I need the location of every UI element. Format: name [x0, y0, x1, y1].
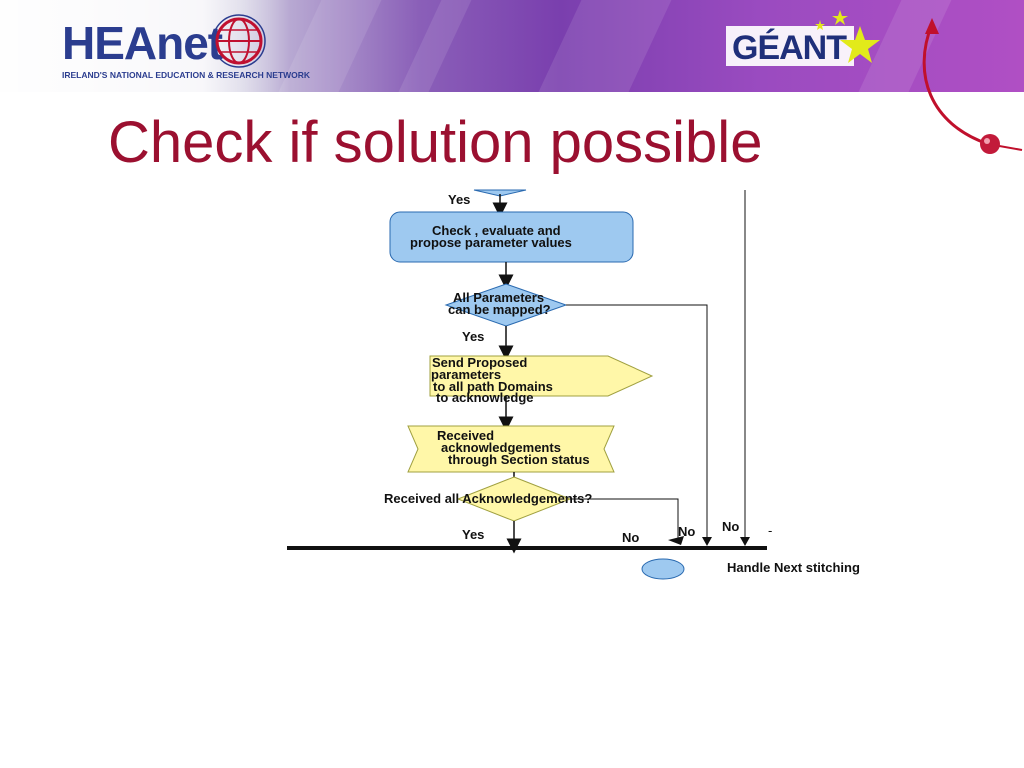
process-text-line1: Check , evaluate and	[432, 223, 561, 238]
receive-text-line1: Received	[437, 428, 494, 443]
globe-icon	[212, 14, 266, 68]
decision1-text-line1: All Parameters	[453, 290, 544, 305]
send-text-line1: Send Proposed	[432, 355, 527, 370]
slide-title: Check if solution possible	[108, 110, 763, 175]
send-text-line3: to all path Domains	[433, 379, 553, 394]
arrowhead	[702, 537, 712, 546]
receive-text-line2: acknowledgements	[441, 440, 561, 455]
geant-logo-backdrop	[726, 26, 854, 66]
no-label-1: No	[622, 530, 639, 545]
arrowhead	[668, 536, 684, 545]
no-label-3: No	[722, 519, 739, 534]
send-text-line4: to acknowledge	[436, 390, 534, 405]
header-banner: HEAnet IRELAND'S NATIONAL EDUCATION & RE…	[0, 0, 1024, 92]
no-label-2: No	[678, 524, 695, 539]
top-yes-label: Yes	[448, 192, 470, 207]
geant-logo: GÉANT	[732, 29, 847, 67]
heanet-tagline: IRELAND'S NATIONAL EDUCATION & RESEARCH …	[62, 70, 311, 80]
arrowhead	[740, 537, 750, 546]
yes-label-decision1: Yes	[462, 329, 484, 344]
terminal-ellipse	[641, 558, 685, 580]
received-shape	[407, 425, 615, 473]
decision1-text-line2: can be mapped?	[448, 302, 551, 317]
process-box	[389, 211, 634, 263]
sync-bar	[287, 546, 767, 550]
connector-no-1	[566, 304, 708, 545]
heanet-logo: HEAnet	[62, 17, 223, 69]
stars-icon	[815, 10, 880, 63]
decision2-text: Received all Acknowledgements?	[384, 491, 592, 506]
decorative-arc	[922, 18, 1023, 154]
receive-text-line3: through Section status	[448, 452, 590, 467]
yes-label-bottom: Yes	[462, 527, 484, 542]
dash-mark: -	[768, 523, 772, 538]
top-decision-fragment	[473, 189, 527, 197]
connector-no-2	[570, 498, 679, 540]
send-proposed-shape	[429, 355, 654, 397]
handle-next-text: Handle Next stitching	[727, 560, 860, 575]
send-text-line2: parameters	[431, 367, 501, 382]
process-text-line2: propose parameter values	[410, 235, 572, 250]
